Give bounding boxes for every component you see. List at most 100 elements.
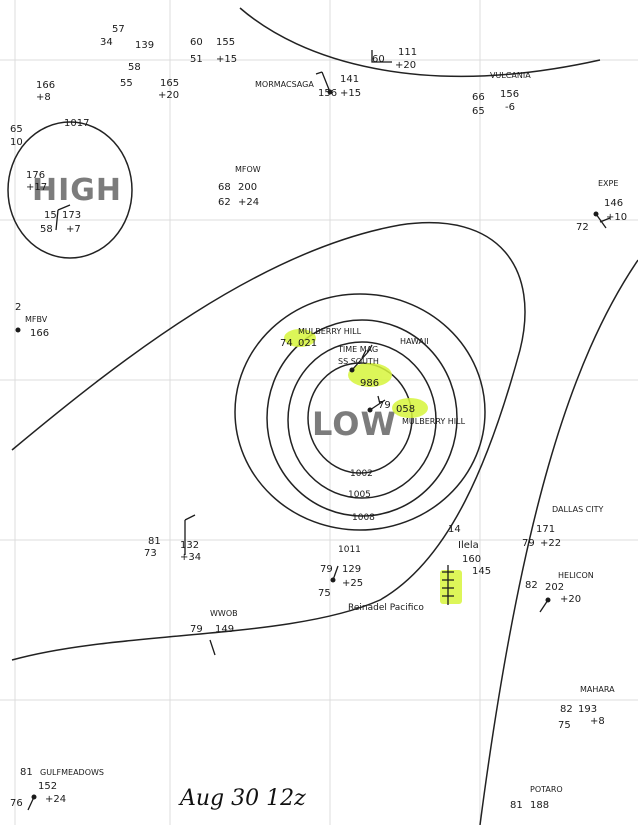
isobar-1011 bbox=[234, 293, 486, 531]
station-value: 72 bbox=[576, 222, 589, 233]
isobar-label-1005: 1005 bbox=[348, 490, 371, 500]
station-name: MFOW bbox=[235, 165, 261, 174]
isobar-1002 bbox=[307, 362, 413, 474]
station-mfbv: MFBV 2 166 bbox=[15, 302, 49, 339]
annotation: +20 bbox=[158, 90, 179, 101]
annotation: 34 bbox=[100, 37, 113, 48]
annotation: 58 bbox=[128, 62, 141, 73]
station-gulfmeadows: GULFMEADOWS 81 152 +24 76 bbox=[10, 767, 104, 809]
station-value: +8 bbox=[590, 716, 605, 727]
station-value: +20 bbox=[560, 594, 581, 605]
misc-annotations: 57 34 139 60 155 51 +15 55 58 165 +20 16… bbox=[10, 24, 491, 577]
station-value: 193 bbox=[578, 704, 597, 715]
station-mulberry-hill: MULBERRY HILL 74 021 bbox=[280, 327, 362, 349]
station-wwob: WWOB 79 149 bbox=[190, 609, 238, 635]
station-hawaii: HAWAII bbox=[400, 337, 429, 346]
station-potaro: POTARO 81 188 bbox=[510, 785, 563, 811]
annotation: 65 bbox=[10, 124, 23, 135]
station-value: 156 bbox=[318, 88, 337, 99]
station-dallas-city: DALLAS CITY 171 +22 79 bbox=[522, 505, 604, 549]
isobar-label-1017: 1017 bbox=[64, 118, 89, 129]
station-mormacsaga: MORMACSAGA 141 156 +15 bbox=[255, 74, 361, 99]
wind-barbs bbox=[27, 50, 611, 811]
annotation: 160 bbox=[462, 554, 481, 565]
annotation: 145 bbox=[472, 566, 491, 577]
annotation: 155 bbox=[216, 37, 235, 48]
annotation: 165 bbox=[160, 78, 179, 89]
station-value: 62 bbox=[218, 197, 231, 208]
station-value: 171 bbox=[536, 524, 555, 535]
station-value: +10 bbox=[606, 212, 627, 223]
isobar-label-1002: 1002 bbox=[350, 469, 373, 479]
station-value: 68 bbox=[218, 182, 231, 193]
isobar-outer-loop bbox=[11, 222, 526, 661]
station-value: 81 bbox=[510, 800, 523, 811]
annotation: Ilela bbox=[458, 540, 479, 551]
station-name: Reinadel Pacifico bbox=[348, 603, 424, 613]
station-value: 76 bbox=[10, 798, 23, 809]
station-name: POTARO bbox=[530, 785, 563, 794]
isobar-1005 bbox=[287, 341, 437, 499]
station-value: 188 bbox=[530, 800, 549, 811]
station-mahara: MAHARA 82 193 +8 75 bbox=[558, 685, 615, 731]
station-value: 66 bbox=[472, 92, 485, 103]
annotation: 111 bbox=[398, 47, 417, 58]
station-name: EXPE bbox=[598, 179, 618, 188]
station-name: HELICON bbox=[558, 571, 594, 580]
station-value: 75 bbox=[558, 720, 571, 731]
station-value: 129 bbox=[342, 564, 361, 575]
annotation: 60 bbox=[372, 54, 385, 65]
station-value: 2 bbox=[15, 302, 21, 313]
annotation: 176 bbox=[26, 170, 45, 181]
station-value: 058 bbox=[396, 404, 415, 415]
station-plots: MORMACSAGA 141 156 +15 VULCANIA 66 156 6… bbox=[10, 71, 627, 811]
low-center-label: LOW bbox=[312, 405, 397, 443]
station-value: 79 bbox=[320, 564, 333, 575]
station-reinadel-pacifico: Reinadel Pacifico 79 129 +25 75 bbox=[318, 564, 424, 613]
station-value: 65 bbox=[472, 106, 485, 117]
station-value: 82 bbox=[525, 580, 538, 591]
station-value: 986 bbox=[360, 378, 379, 389]
annotation: +20 bbox=[395, 60, 416, 71]
annotation: 57 bbox=[112, 24, 125, 35]
station-expe: EXPE 146 +10 72 bbox=[576, 179, 627, 233]
isobar-label-1008: 1008 bbox=[352, 513, 375, 523]
annotation: 166 bbox=[36, 80, 55, 91]
station-mfow: MFOW 68 200 62 +24 bbox=[218, 165, 261, 208]
isobars bbox=[7, 7, 638, 825]
station-helicon: HELICON 82 202 +20 bbox=[525, 571, 594, 605]
station-value: 74 bbox=[280, 338, 293, 349]
station-value: 81 bbox=[20, 767, 33, 778]
station-value: 75 bbox=[318, 588, 331, 599]
station-value: 166 bbox=[30, 328, 49, 339]
station-value: +25 bbox=[342, 578, 363, 589]
annotation: 73 bbox=[144, 548, 157, 559]
isobar-1008 bbox=[266, 319, 458, 517]
isobar-high bbox=[7, 121, 133, 259]
station-value: +22 bbox=[540, 538, 561, 549]
station-value: 152 bbox=[38, 781, 57, 792]
station-value: +24 bbox=[238, 197, 259, 208]
station-value: 156 bbox=[500, 89, 519, 100]
highlight-marks bbox=[284, 329, 462, 604]
chart-date-caption: Aug 30 12z bbox=[178, 786, 306, 811]
station-value: 82 bbox=[560, 704, 573, 715]
station-value: -6 bbox=[505, 102, 515, 113]
station-name: VULCANIA bbox=[490, 71, 531, 80]
station-value: +15 bbox=[340, 88, 361, 99]
annotation: 10 bbox=[10, 137, 23, 148]
station-name: TIME MAG bbox=[337, 345, 378, 354]
station-name: SS SOUTH bbox=[338, 357, 379, 366]
station-value: 146 bbox=[604, 198, 623, 209]
annotation: 173 bbox=[62, 210, 81, 221]
station-vulcania: VULCANIA 66 156 65 -6 bbox=[472, 71, 531, 117]
annotation: 132 bbox=[180, 540, 199, 551]
annotation: 60 bbox=[190, 37, 203, 48]
annotation: 139 bbox=[135, 40, 154, 51]
annotation: +8 bbox=[36, 92, 51, 103]
isobar-top-arc bbox=[239, 7, 601, 77]
annotation: 58 bbox=[40, 224, 53, 235]
